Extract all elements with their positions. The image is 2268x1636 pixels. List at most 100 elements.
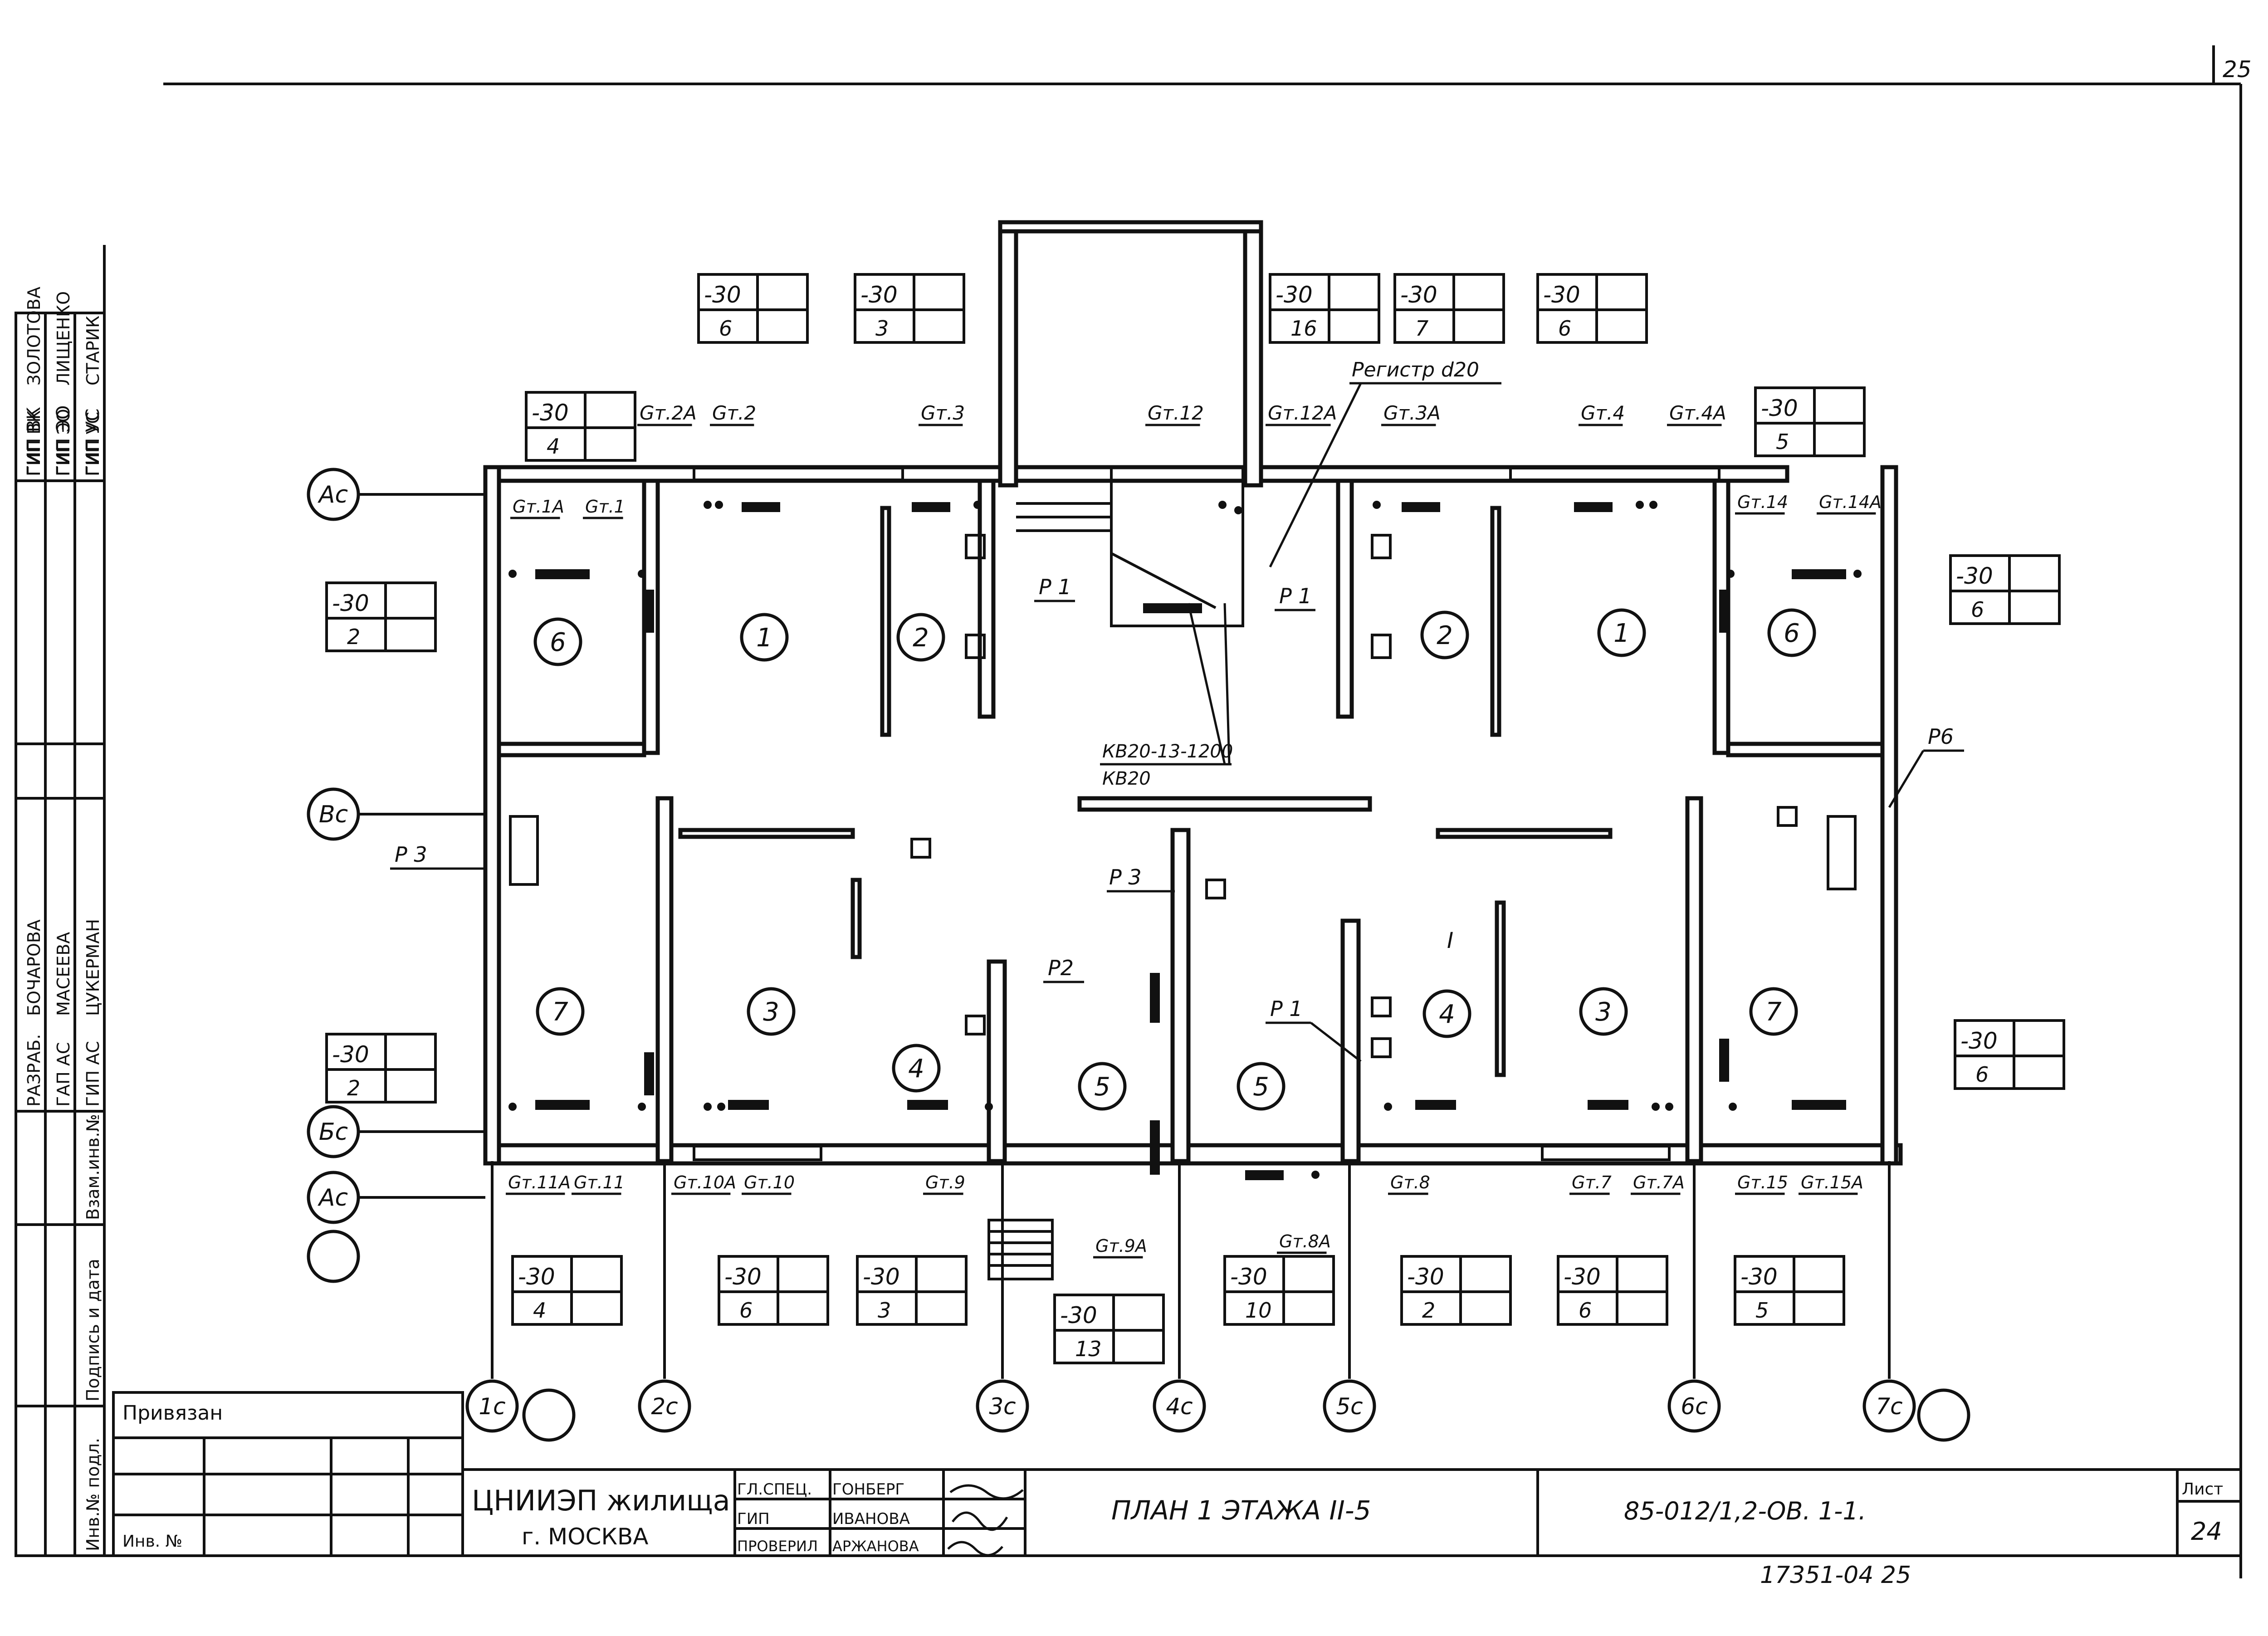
temp-box: -302 xyxy=(1400,1255,1512,1326)
temp-box: -306 xyxy=(697,273,809,344)
riser-dot xyxy=(1218,501,1227,509)
temp-box: -304 xyxy=(511,1255,623,1326)
temp-room-count: 6 xyxy=(1558,316,1571,341)
side-stamp-name: ЛИЩЕНКО xyxy=(54,291,73,386)
axis-label: Ас xyxy=(318,481,348,508)
side-stamp-name: БОЧАРОВА xyxy=(24,919,44,1016)
temp-room-count: 2 xyxy=(347,1076,360,1100)
riser-label: Gт.15А xyxy=(1801,1172,1863,1192)
note-mark-i: I xyxy=(1447,928,1453,953)
temp-room-count: 6 xyxy=(719,316,732,341)
room-number: 3 xyxy=(1595,997,1612,1027)
temp-room-count: 5 xyxy=(1776,430,1789,454)
side-stamp-role: ГИП ВК xyxy=(24,410,44,476)
riser-label: Gт.7 xyxy=(1572,1172,1612,1192)
riser-label: Gт.14 xyxy=(1737,492,1788,512)
side-stamp-header: Подпись и дата xyxy=(83,1259,103,1402)
riser-label: Gт.14А xyxy=(1819,492,1882,512)
temp-room-count: 13 xyxy=(1075,1337,1102,1361)
role-2: ПРОВЕРИЛ xyxy=(737,1538,818,1555)
signature-0 xyxy=(949,1484,1024,1500)
side-stamp-role: ГИП АС xyxy=(83,1041,103,1107)
temp-value: -30 xyxy=(1543,282,1580,308)
room-number: 6 xyxy=(550,628,566,657)
riser-dot xyxy=(508,570,517,578)
note-p3-center: Р 3 xyxy=(1109,865,1142,889)
side-stamp-role: РАЗРАБ. xyxy=(24,1034,44,1107)
note-kv20-13-1200: КВ20-13-1200 xyxy=(1102,741,1233,762)
side-stamp-header: Взам.инв.№ xyxy=(83,1114,103,1220)
riser-dot xyxy=(717,1103,725,1111)
axis-label: 1с xyxy=(479,1393,505,1420)
riser-label: Gт.12А xyxy=(1268,402,1337,424)
temp-value: -30 xyxy=(1960,1028,1998,1054)
note-register: Регистр d20 xyxy=(1352,358,1479,381)
temp-value: -30 xyxy=(860,282,898,308)
riser-label: Gт.10А xyxy=(674,1172,736,1192)
axis-label: 6с xyxy=(1681,1393,1707,1420)
title-block: Привязан Инв. № ЦНИИЭП жилища г. МОСКВА … xyxy=(112,1391,2242,1589)
riser-dot xyxy=(1665,1103,1673,1111)
signature-2 xyxy=(947,1541,1003,1557)
riser-dot xyxy=(1649,501,1657,509)
riser-dot xyxy=(1853,570,1862,578)
side-row-role-0: ГИП ВК xyxy=(24,407,44,476)
temp-room-count: 3 xyxy=(878,1298,891,1323)
temp-value: -30 xyxy=(1761,395,1798,421)
room-number: 4 xyxy=(908,1054,924,1084)
note-p6: Р6 xyxy=(1928,724,1954,749)
riser-label: Gт.8 xyxy=(1390,1172,1430,1192)
axis-label: 2с xyxy=(651,1393,678,1420)
temp-room-count: 3 xyxy=(875,316,889,341)
riser-label: Gт.4 xyxy=(1581,402,1625,424)
note-p1-right: Р 1 xyxy=(1279,584,1312,608)
temp-value: -30 xyxy=(1400,282,1437,308)
temp-room-count: 4 xyxy=(547,434,560,459)
temp-value: -30 xyxy=(1564,1264,1601,1290)
building-walls xyxy=(483,220,1903,1280)
temp-value: -30 xyxy=(518,1264,555,1290)
riser-dot xyxy=(638,1103,646,1111)
temp-room-count: 4 xyxy=(533,1298,546,1323)
riser-dot xyxy=(1373,501,1381,509)
riser-label: Gт.3 xyxy=(921,402,965,424)
temp-box: -302 xyxy=(325,581,437,652)
note-p3-left: Р 3 xyxy=(395,842,427,867)
axis-bubble-empty xyxy=(522,1388,576,1442)
axis-label: 7с xyxy=(1876,1393,1902,1420)
temp-value: -30 xyxy=(532,400,569,426)
room-number: 2 xyxy=(913,623,929,653)
riser-label: Gт.11А xyxy=(508,1172,571,1192)
signature-1 xyxy=(952,1511,1008,1531)
room-number: 3 xyxy=(763,997,779,1027)
side-stamp-name: ЦУКЕРМАН xyxy=(83,919,103,1016)
sheet-title: ПЛАН 1 ЭТАЖА II-5 xyxy=(1111,1495,1371,1526)
riser-label: Gт.11 xyxy=(574,1172,625,1192)
notes: Регистр d20 КВ20-13-1200 КВ20 Р 1 Р 1 Р … xyxy=(390,358,1964,1062)
temp-value: -30 xyxy=(863,1264,900,1290)
side-row-role-2: ГИП УС xyxy=(83,409,103,476)
riser-label: Gт.1А xyxy=(513,497,564,517)
side-stamp-name: МАСЕЕВА xyxy=(54,932,73,1016)
temp-box: -303 xyxy=(854,273,965,344)
side-stamp-header: Инв.№ подл. xyxy=(83,1438,103,1551)
temp-box: -306 xyxy=(1954,1019,2065,1090)
riser-label: Gт.7А xyxy=(1633,1172,1685,1192)
axis-label: 5с xyxy=(1336,1393,1363,1420)
axis-label: 4с xyxy=(1166,1393,1193,1420)
temperature-boxes: -306-303-3016-307-306-304-305-302-306-30… xyxy=(325,273,2065,1364)
temp-value: -30 xyxy=(704,282,741,308)
temp-value: -30 xyxy=(332,1041,369,1068)
riser-dot xyxy=(704,501,712,509)
riser-dot xyxy=(1384,1103,1392,1111)
riser-label: Gт.15 xyxy=(1737,1172,1788,1192)
temp-value: -30 xyxy=(332,590,369,616)
name-1: ИВАНОВА xyxy=(832,1510,910,1528)
room-number: 5 xyxy=(1253,1072,1269,1102)
